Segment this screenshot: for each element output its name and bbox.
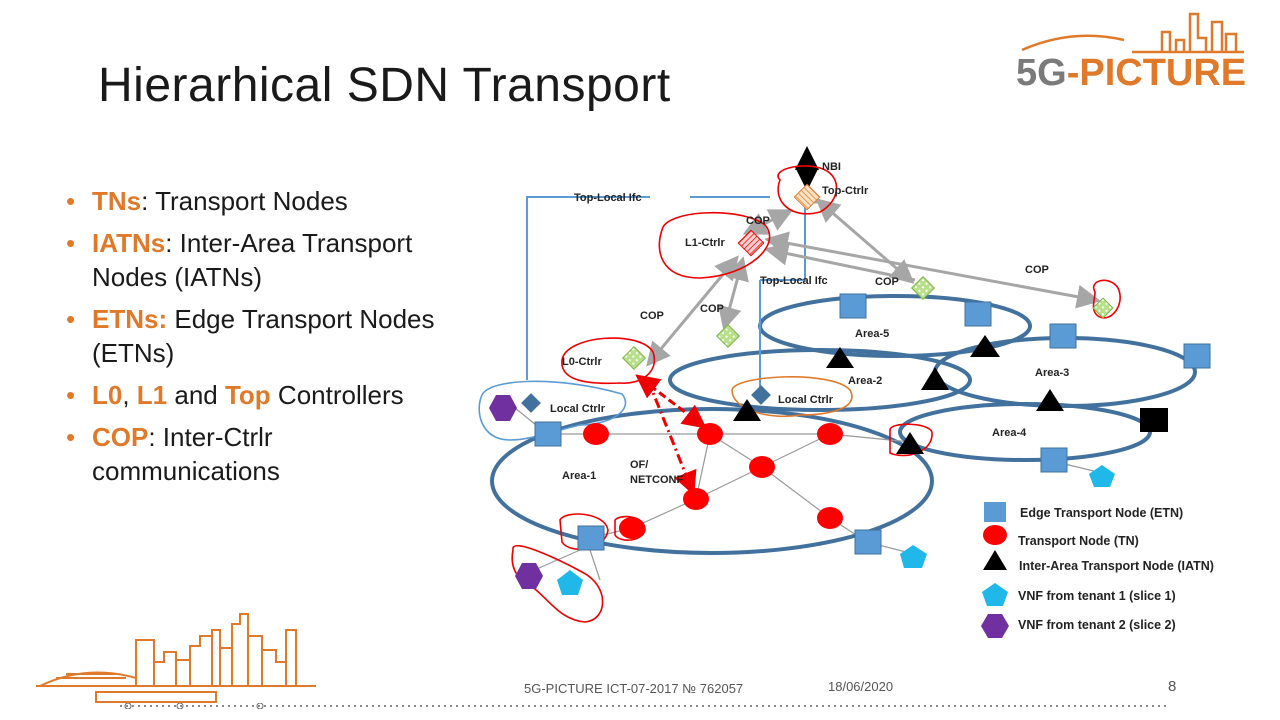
top-local-ifc-label: Top-Local Ifc xyxy=(760,275,828,287)
of-netconf-label: NETCONF xyxy=(630,474,683,486)
legend-vnf1-label: VNF from tenant 1 (slice 1) xyxy=(1018,589,1176,603)
logo-suffix: -PICTURE xyxy=(1066,52,1247,94)
area-3-label: Area-3 xyxy=(1035,367,1069,379)
bullet-controllers: L0, L1 and Top Controllers xyxy=(66,378,446,412)
logo-wordmark: 5G-PICTURE xyxy=(1016,52,1246,95)
top-ctrlr-label: Top-Ctrlr xyxy=(822,185,869,197)
area-4-label: Area-4 xyxy=(992,427,1027,439)
l0-ctrlr-label: L0-Ctrlr xyxy=(562,356,602,368)
cop-label: COP xyxy=(1025,264,1049,276)
footer-page-number: 8 xyxy=(1168,678,1177,695)
logo-prefix: 5G xyxy=(1016,52,1067,94)
area-5-label: Area-5 xyxy=(855,328,889,340)
cop-label: COP xyxy=(700,303,724,315)
city-skyline-decoration-icon xyxy=(36,613,316,703)
area-1-label: Area-1 xyxy=(562,470,596,482)
bullet-tns: TNs: Transport Nodes xyxy=(66,184,446,218)
bullet-etns: ETNs: Edge Transport Nodes (ETNs) xyxy=(66,302,446,370)
slide-title: Hierarhical SDN Transport xyxy=(98,59,671,112)
legend-tn-label: Transport Node (TN) xyxy=(1018,534,1139,548)
legend-iatn-label: Inter-Area Transport Node (IATN) xyxy=(1019,559,1214,573)
legend-etn-label: Edge Transport Node (ETN) xyxy=(1020,506,1183,520)
legend: Edge Transport Node (ETN) Transport Node… xyxy=(981,502,1214,638)
nbi-label: NBI xyxy=(822,161,841,173)
area-1-ring xyxy=(490,407,934,555)
cop-label: COP xyxy=(746,215,770,227)
bullet-cop: COP: Inter-Ctrlr communications xyxy=(66,420,446,488)
bullet-list: TNs: Transport Nodes IATNs: Inter-Area T… xyxy=(66,184,446,496)
bullet-iatns: IATNs: Inter-Area Transport Nodes (IATNs… xyxy=(66,226,446,294)
footer-date: 18/06/2020 xyxy=(828,679,894,694)
legend-vnf2-label: VNF from tenant 2 (slice 2) xyxy=(1018,618,1176,632)
local-ctrlr-label: Local Ctrlr xyxy=(550,403,606,415)
footer-project: 5G-PICTURE ICT-07-2017 № 762057 xyxy=(524,681,744,696)
area-2-label: Area-2 xyxy=(848,375,882,387)
top-local-ifc-label: Top-Local Ifc xyxy=(574,192,642,204)
cop-label: COP xyxy=(640,310,664,322)
city-skyline-logo-icon xyxy=(1021,12,1244,54)
sdn-hierarchy-diagram: NBI Top-Ctrlr Top-Local Ifc COP L1-Ctrlr… xyxy=(478,146,1214,638)
cop-label: COP xyxy=(875,276,899,288)
dotted-divider xyxy=(120,703,1170,709)
local-ctrlr-label: Local Ctrlr xyxy=(778,394,834,406)
of-netconf-label: OF/ xyxy=(630,459,648,471)
l1-ctrlr-label: L1-Ctrlr xyxy=(685,237,725,249)
